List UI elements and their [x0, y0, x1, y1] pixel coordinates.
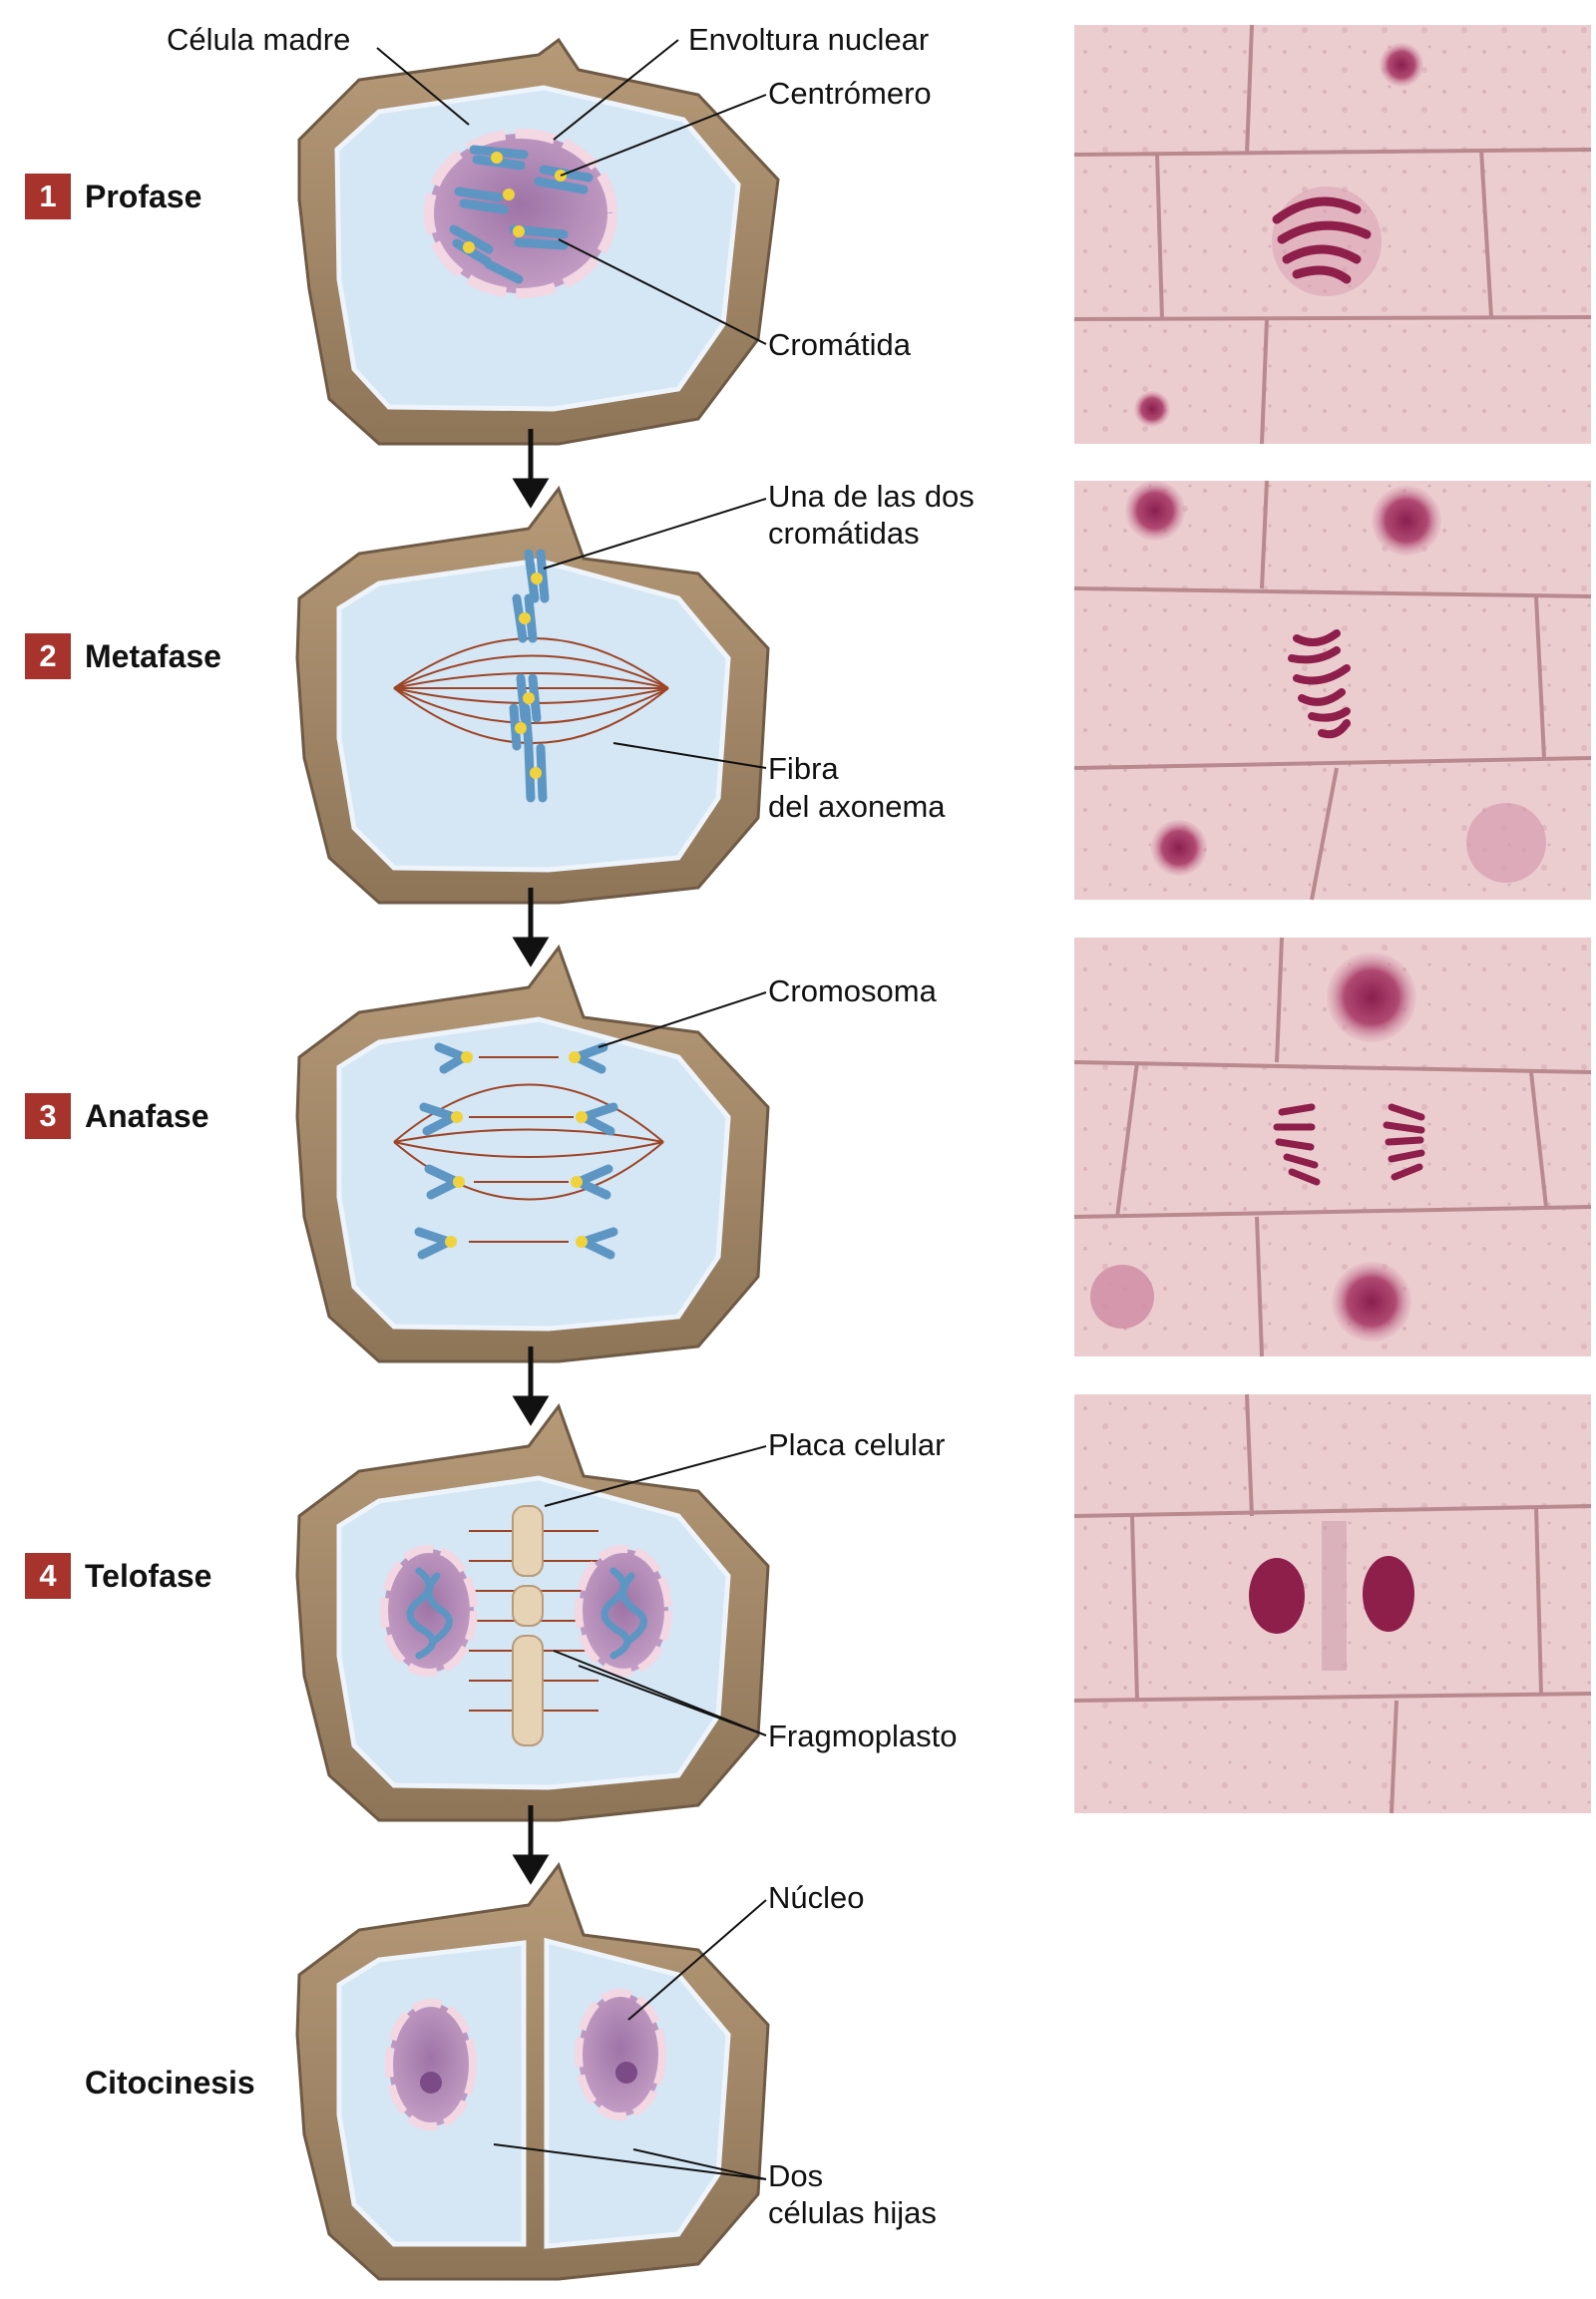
chromatids: [449, 145, 594, 284]
label-nucleo: Núcleo: [768, 1880, 865, 1915]
phase-label-citocinesis: Citocinesis: [85, 2065, 255, 2102]
phase-number-badge: 2: [25, 633, 71, 679]
label-celula-madre: Célula madre: [167, 22, 351, 57]
label-dos-celulas-line1: Dos: [768, 2158, 824, 2193]
cell-telofase: [295, 1402, 770, 1822]
micro-chromosomes: [1272, 196, 1372, 284]
label-una-de-las-dos-line1: Una de las dos: [768, 479, 975, 514]
micrograph-metafase: [1073, 480, 1592, 901]
nucleolus-right: [615, 2062, 637, 2084]
phase-name: Metafase: [85, 637, 221, 674]
daughter-nucleus-left: [380, 1545, 478, 1677]
phase-name: Citocinesis: [85, 2065, 255, 2101]
label-envoltura-nuclear: Envoltura nuclear: [688, 22, 930, 57]
phase-name: Profase: [85, 178, 202, 214]
phase-label-profase: 1 Profase: [25, 174, 201, 219]
cell-metafase: [295, 485, 770, 905]
label-fragmoplasto: Fragmoplasto: [768, 1719, 958, 1753]
phase-name: Telofase: [85, 1557, 212, 1594]
cell-anafase: [295, 944, 770, 1363]
nucleus-left: [385, 1999, 477, 2130]
centromeres: [515, 573, 543, 779]
cell-plate: [512, 1505, 544, 1746]
micrograph-anafase: [1073, 937, 1592, 1357]
centromeres: [463, 152, 567, 253]
label-dos-celulas-line2: células hijas: [768, 2195, 937, 2230]
micro-chromosomes: [1288, 629, 1351, 739]
label-cromosoma: Cromosoma: [768, 973, 937, 1008]
phase-number-badge: 3: [25, 1093, 71, 1139]
nucleus-right: [575, 1989, 666, 2120]
phase-arrows: [512, 429, 550, 1885]
phase-number-badge: 1: [25, 174, 71, 219]
cell-citocinesis: [295, 1861, 770, 2281]
cell-profase: [297, 37, 780, 446]
daughter-nucleus-right: [575, 1545, 672, 1677]
label-cromatida: Cromátida: [768, 327, 911, 362]
decondensing-chromosomes: [406, 1567, 647, 1660]
phase-label-metafase: 2 Metafase: [25, 633, 221, 679]
phase-label-anafase: 3 Anafase: [25, 1093, 209, 1139]
micrograph-telofase: [1073, 1393, 1592, 1814]
chromosomes-separating: [414, 1042, 618, 1260]
micro-chromosomes: [1273, 1103, 1425, 1186]
label-una-de-las-dos-line2: cromátidas: [768, 516, 920, 551]
phase-name: Anafase: [85, 1097, 209, 1134]
label-fibra-line2: del axonema: [768, 789, 946, 824]
micrograph-profase: [1073, 24, 1592, 445]
centromeres: [445, 1051, 588, 1248]
cell-interior: [336, 1016, 731, 1332]
phase-label-telofase: 4 Telofase: [25, 1553, 211, 1599]
nucleolus-left: [420, 2072, 442, 2094]
leader-lines: [376, 39, 767, 2180]
label-placa-celular: Placa celular: [768, 1427, 946, 1462]
phase-number-badge: 4: [25, 1553, 71, 1599]
label-centromero: Centrómero: [768, 76, 932, 111]
label-fibra-line1: Fibra: [768, 751, 839, 786]
